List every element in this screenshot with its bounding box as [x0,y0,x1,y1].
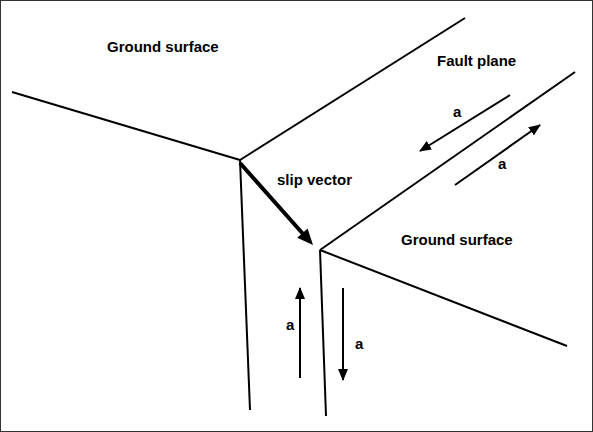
plane-label: Fault plane [437,53,516,69]
motion-arrow [299,288,301,378]
fault-plane-edge [240,18,465,160]
surface-label: Ground surface [107,39,219,55]
motion-label: a [498,156,506,172]
vector-label: slip vector [277,172,352,188]
ground-surface-edge [320,250,567,346]
fault-trace-edge [320,250,326,416]
surface-label: Ground surface [401,232,513,248]
fault-trace-edge [240,160,250,410]
motion-arrow [420,95,510,151]
motion-arrow [342,288,344,380]
ground-surface-edge [12,92,240,160]
motion-arrow [455,125,540,185]
motion-label: a [355,336,363,352]
slip-vector-head [297,229,313,246]
motion-label: a [286,317,294,333]
motion-label: a [453,104,461,120]
fault-plane-edge [320,72,575,250]
